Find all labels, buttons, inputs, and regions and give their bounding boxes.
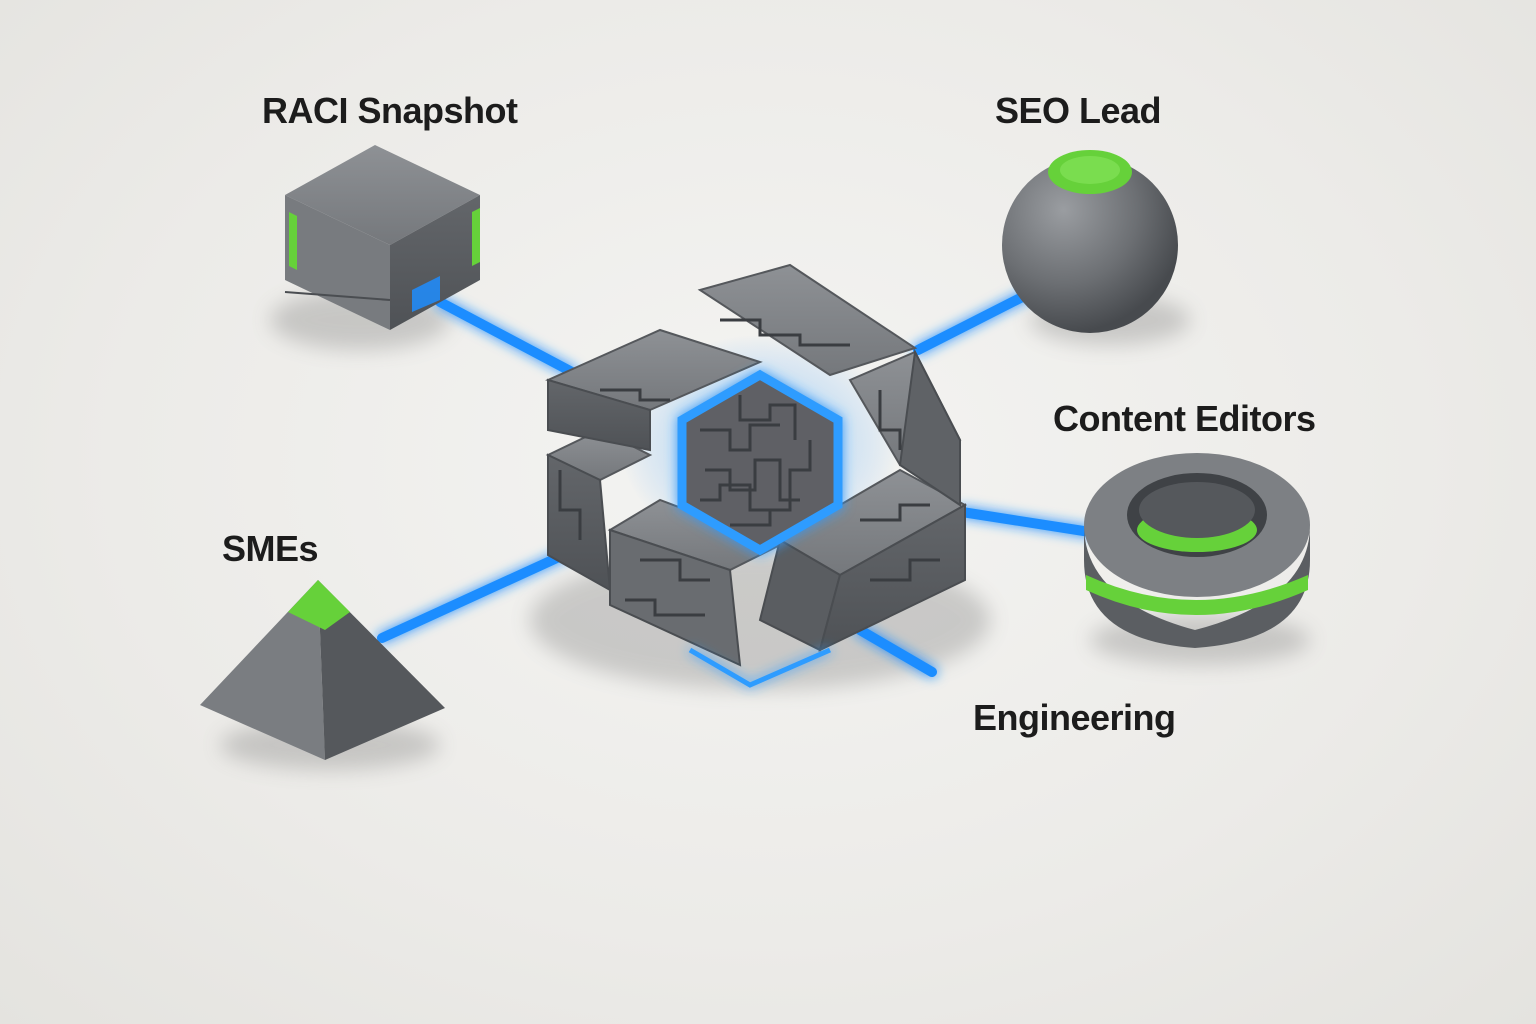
pyramid-icon <box>200 580 445 760</box>
connector-seo <box>913 283 1045 355</box>
connector-smes <box>377 547 575 643</box>
node-label-raci-snapshot: RACI Snapshot <box>262 90 518 131</box>
hexagon-circuit-hub-icon <box>545 263 968 688</box>
sphere-icon <box>1002 150 1178 333</box>
node-label-content-editors: Content Editors <box>1053 398 1316 439</box>
node-label-engineering: Engineering <box>973 697 1176 738</box>
torus-icon <box>1084 453 1310 648</box>
cube-icon <box>284 145 480 330</box>
connector-raci <box>435 297 577 377</box>
node-label-seo-lead: SEO Lead <box>995 90 1162 131</box>
connectors <box>377 283 1095 677</box>
connector-content <box>957 507 1095 537</box>
circuit-pattern <box>558 318 940 617</box>
connector-engineering <box>855 625 937 677</box>
node-label-smes: SMEs <box>222 528 319 569</box>
